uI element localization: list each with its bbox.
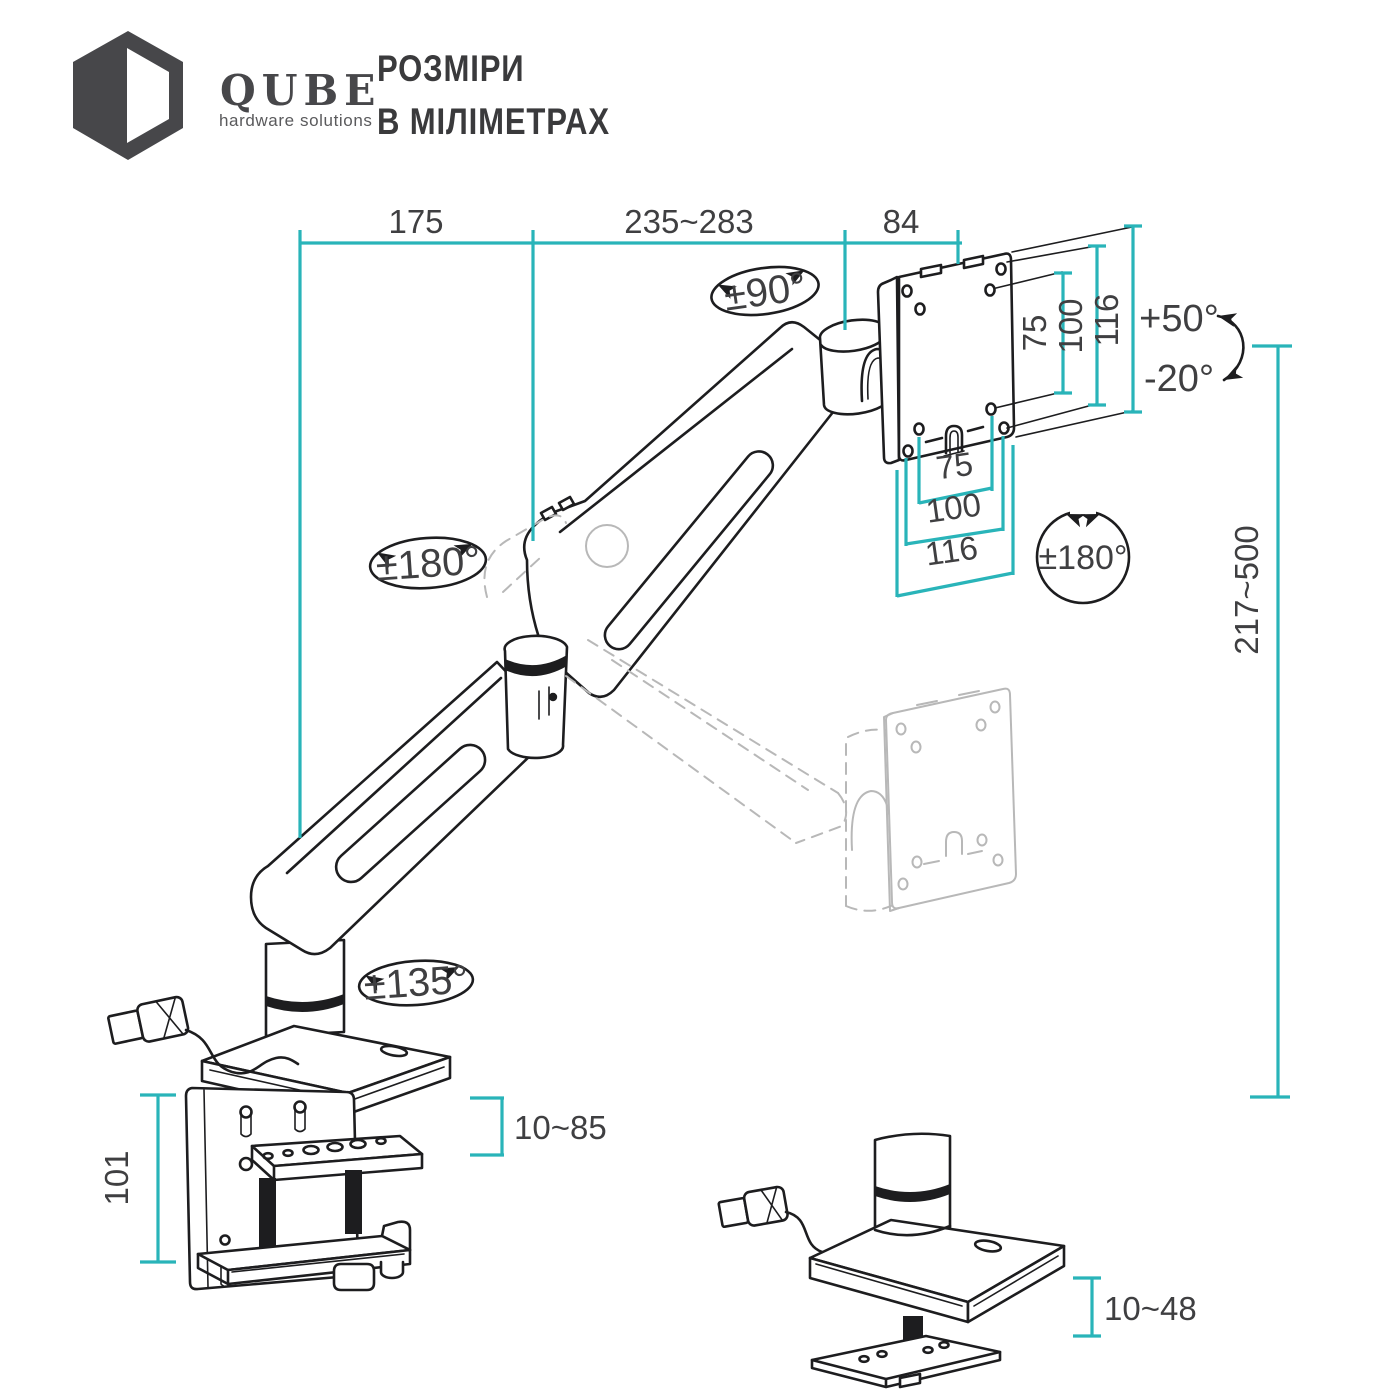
page-title-line2: В МІЛІМЕТРАХ: [377, 101, 610, 142]
angle-tilt-down-label: -20°: [1144, 358, 1214, 400]
angle-tilt-up-label: +50°: [1139, 298, 1219, 340]
angle-wrist-swivel: ±90°: [710, 264, 820, 320]
angle-elbow-swivel-label: ±180°: [374, 538, 482, 589]
height-dimension: 217~500: [1228, 344, 1292, 1099]
angle-elbow-swivel: ±180°: [368, 536, 488, 590]
dim-vesa-side-100: 100: [1052, 298, 1089, 353]
dim-vesa-bottom-75: 75: [934, 445, 976, 487]
lower-arm: [249, 660, 561, 956]
page-title-line1: РОЗМІРИ: [377, 48, 525, 89]
brand-name: QUBE: [220, 66, 382, 115]
dim-grommet-thickness: 10~48: [1104, 1290, 1197, 1327]
dim-clamp-thickness: 10~85: [514, 1109, 607, 1146]
dim-height-range: 217~500: [1228, 525, 1265, 654]
angle-wrist-swivel-label: ±90°: [721, 264, 809, 319]
angle-vesa-rotation: ±180°: [1035, 505, 1131, 605]
vesa-plate: [876, 252, 1016, 465]
angle-vesa-rotation-label: ±180°: [1039, 539, 1128, 577]
angle-base-swivel-label: ±135°: [362, 957, 470, 1008]
dim-arm-rear: 175: [388, 203, 443, 240]
angle-base-swivel: ±135°: [357, 957, 475, 1009]
clamp-dimensions: 101 10~85: [98, 1093, 607, 1264]
clamp-shelf: [250, 1134, 424, 1182]
usb-cable-grommet: [717, 1185, 789, 1229]
qube-logo-icon: [73, 31, 183, 160]
upper-arm: [522, 320, 858, 699]
dim-clamp-plate-height: 101: [98, 1150, 135, 1205]
usb-cable-clamp: [107, 995, 300, 1075]
angle-tilt: +50° -20°: [1139, 298, 1245, 400]
brand-tagline: hardware solutions: [219, 111, 373, 130]
dim-arm-front: 235~283: [624, 203, 753, 240]
dim-vesa-bottom-100: 100: [924, 485, 984, 529]
clamp-foot: [196, 1220, 412, 1292]
dim-vesa-bottom-116: 116: [923, 529, 980, 573]
top-dimension-lines: 175 235~283 84: [298, 203, 962, 838]
page-title: РОЗМІРИ В МІЛІМЕТРАХ: [377, 50, 610, 140]
dim-vesa-side-75: 75: [1016, 315, 1053, 352]
vesa-side-dimensions: 75 100 116: [994, 224, 1142, 438]
dim-vesa-side-116: 116: [1088, 294, 1125, 347]
vesa-bottom-dimensions: 75 100 116: [895, 416, 1015, 598]
ghost-arm-position: [483, 514, 1017, 912]
grommet-mount: [717, 1132, 1066, 1389]
elbow-joint: [503, 634, 569, 760]
grommet-dimension: 10~48: [1073, 1276, 1197, 1338]
dim-head: 84: [883, 203, 920, 240]
